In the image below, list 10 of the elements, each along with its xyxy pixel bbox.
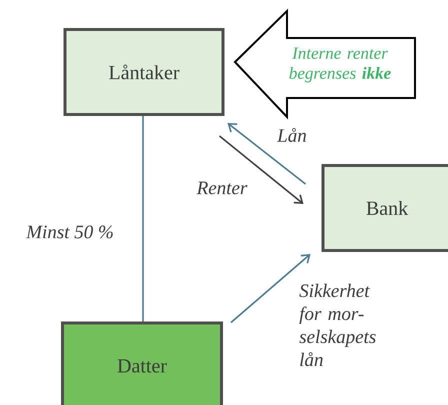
arrow — [219, 135, 304, 204]
edge-label: Minst 50 % — [26, 226, 113, 238]
edge-label: Sikkerhet for mor- selskapets lån — [299, 284, 376, 366]
edge-label: Lån — [277, 128, 306, 142]
arrow — [230, 254, 310, 324]
entity-box: Datter — [61, 322, 223, 405]
edge-label: Renter — [196, 182, 248, 194]
entity-box: Låntaker — [64, 28, 224, 116]
entity-box: Bank — [322, 164, 448, 252]
arrow — [228, 123, 306, 185]
